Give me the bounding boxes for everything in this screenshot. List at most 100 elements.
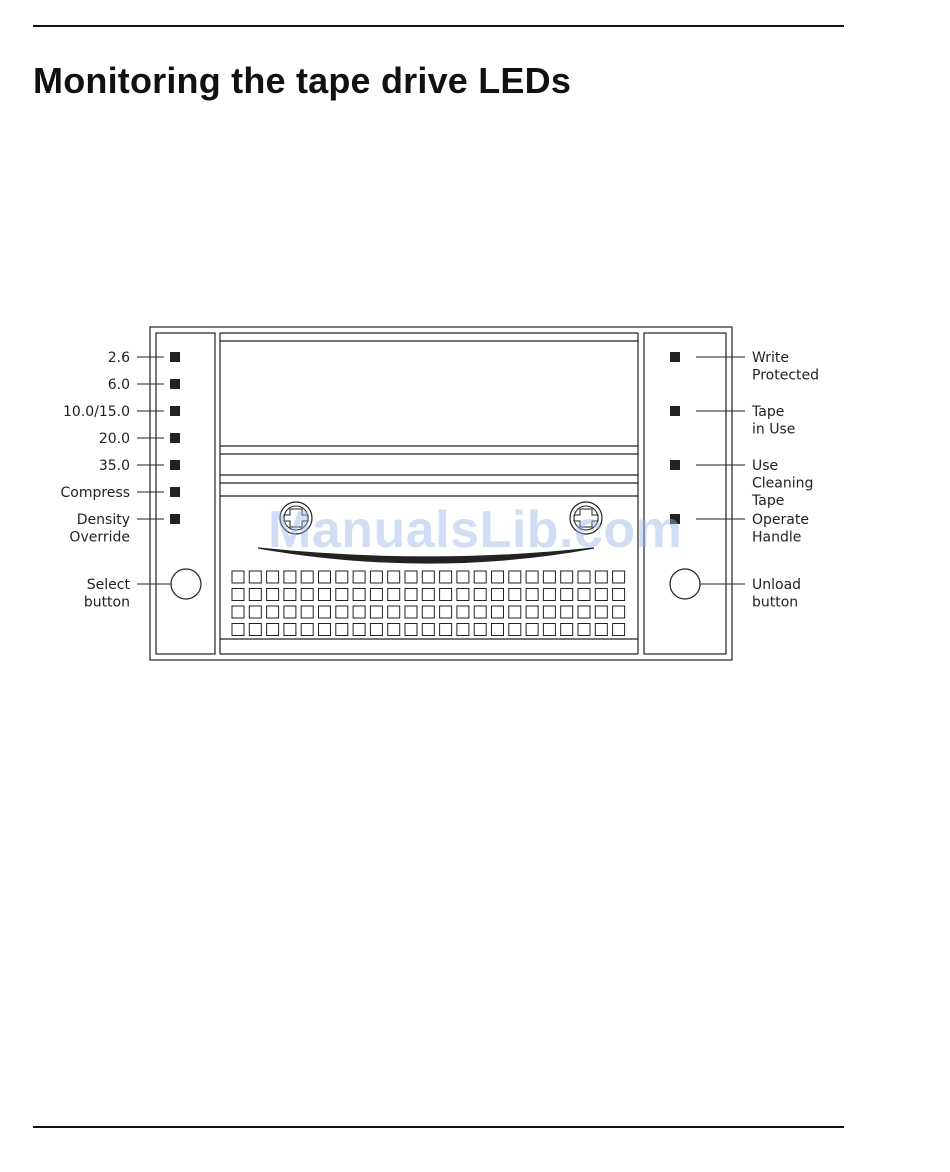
vent-square	[301, 606, 313, 618]
vent-square	[492, 589, 504, 601]
label-line: 6.0	[108, 377, 130, 393]
vent-square	[440, 571, 452, 583]
vent-square	[267, 571, 279, 583]
vent-square	[474, 571, 486, 583]
led-indicator	[170, 406, 180, 416]
label-line: Cleaning	[752, 476, 813, 492]
led-indicator	[170, 514, 180, 524]
vent-square	[474, 589, 486, 601]
vent-square	[388, 606, 400, 618]
vent-square	[232, 571, 244, 583]
vent-square	[474, 606, 486, 618]
vent-square	[422, 571, 434, 583]
bottom-rule	[33, 1126, 844, 1128]
led-indicator	[170, 487, 180, 497]
label-line: Write	[752, 350, 789, 366]
vent-square	[595, 624, 607, 636]
label-line: button	[84, 595, 130, 611]
vent-square	[595, 606, 607, 618]
left-led-label: 35.0	[99, 458, 130, 474]
label-line: 2.6	[108, 350, 130, 366]
right-led-panel	[644, 333, 726, 654]
label-line: Override	[69, 530, 130, 546]
vent-square	[405, 571, 417, 583]
vent-grid	[232, 571, 625, 636]
vent-square	[301, 624, 313, 636]
label-line: button	[752, 595, 798, 611]
vent-square	[492, 571, 504, 583]
vent-square	[319, 624, 331, 636]
vent-square	[578, 589, 590, 601]
label-line: Unload	[752, 577, 801, 593]
vent-square	[388, 624, 400, 636]
led-indicator	[170, 433, 180, 443]
vent-square	[474, 624, 486, 636]
led-indicator	[170, 379, 180, 389]
label-line: 35.0	[99, 458, 130, 474]
vent-square	[613, 589, 625, 601]
left-led-group	[137, 352, 180, 584]
vent-square	[526, 571, 538, 583]
vent-square	[267, 589, 279, 601]
watermark-text: ManualsLib.com	[268, 500, 682, 560]
vent-square	[370, 589, 382, 601]
page-title: Monitoring the tape drive LEDs	[33, 60, 571, 102]
vent-square	[405, 624, 417, 636]
left-led-label: 6.0	[108, 377, 130, 393]
vent-square	[370, 571, 382, 583]
left-led-panel	[156, 333, 215, 654]
led-indicator	[170, 352, 180, 362]
label-line: Compress	[60, 485, 130, 501]
vent-square	[232, 624, 244, 636]
vent-square	[232, 606, 244, 618]
vent-square	[526, 589, 538, 601]
led-indicator	[170, 460, 180, 470]
vent-square	[249, 606, 261, 618]
label-line: 10.0/15.0	[63, 404, 130, 420]
vent-square	[422, 624, 434, 636]
top-rule	[33, 25, 844, 27]
vent-square	[267, 624, 279, 636]
label-line: Tape	[751, 404, 784, 420]
vent-square	[440, 624, 452, 636]
select-button[interactable]	[171, 569, 201, 599]
led-indicator	[670, 352, 680, 362]
vent-square	[336, 624, 348, 636]
vent-square	[370, 606, 382, 618]
vent-square	[492, 606, 504, 618]
vent-square	[232, 589, 244, 601]
vent-square	[388, 571, 400, 583]
vent-square	[319, 571, 331, 583]
vent-square	[301, 571, 313, 583]
vent-square	[595, 589, 607, 601]
right-led-label: Unload button	[752, 577, 801, 611]
vent-square	[319, 606, 331, 618]
vent-square	[388, 589, 400, 601]
vent-square	[301, 589, 313, 601]
vent-square	[249, 571, 261, 583]
vent-square	[405, 606, 417, 618]
unload-button[interactable]	[670, 569, 700, 599]
vent-square	[509, 624, 521, 636]
vent-square	[613, 571, 625, 583]
vent-square	[526, 606, 538, 618]
vent-square	[543, 624, 555, 636]
vent-square	[422, 589, 434, 601]
vent-square	[613, 624, 625, 636]
vent-square	[353, 571, 365, 583]
vent-square	[336, 571, 348, 583]
label-line: Operate	[752, 512, 809, 528]
vent-square	[284, 571, 296, 583]
vent-square	[509, 589, 521, 601]
vent-square	[440, 589, 452, 601]
vent-square	[336, 589, 348, 601]
label-line: Use	[752, 458, 778, 474]
vent-square	[440, 606, 452, 618]
led-indicator	[670, 406, 680, 416]
vent-square	[284, 589, 296, 601]
